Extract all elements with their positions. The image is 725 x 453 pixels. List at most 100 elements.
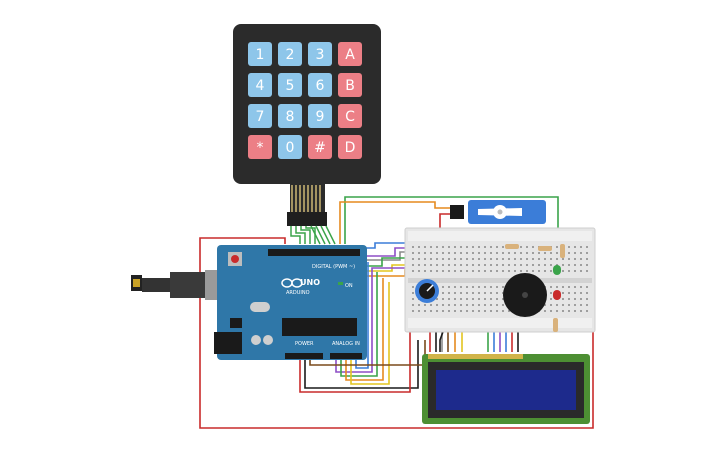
breadboard-center-channel (408, 278, 592, 283)
breadboard-hole (442, 270, 444, 272)
breadboard-hole (496, 270, 498, 272)
breadboard-hole (532, 264, 534, 266)
keypad-key-6[interactable] (308, 73, 332, 97)
breadboard-hole (526, 258, 528, 260)
breadboard-hole (412, 304, 414, 306)
digital-label: DIGITAL (PWM ~) (312, 264, 355, 270)
breadboard-hole (436, 264, 438, 266)
keypad-key-B[interactable] (338, 73, 362, 97)
breadboard-hole (532, 270, 534, 272)
keypad-key-A[interactable] (338, 42, 362, 66)
breadboard-hole (436, 270, 438, 272)
breadboard-hole (448, 298, 450, 300)
breadboard-hole (502, 304, 504, 306)
breadboard-hole (502, 258, 504, 260)
servo-connector (450, 205, 464, 219)
breadboard-hole (556, 286, 558, 288)
breadboard-hole (454, 258, 456, 260)
breadboard-hole (484, 252, 486, 254)
keypad-key-8[interactable] (278, 104, 302, 128)
breadboard-hole (538, 270, 540, 272)
breadboard-hole (478, 264, 480, 266)
breadboard-hole (484, 286, 486, 288)
wire-5v-red[interactable] (299, 330, 411, 393)
breadboard-hole (544, 252, 546, 254)
breadboard-hole (412, 298, 414, 300)
keypad-key-7[interactable] (248, 104, 272, 128)
breadboard-hole (580, 286, 582, 288)
breadboard-hole (412, 264, 414, 266)
keypad-key-#[interactable] (308, 135, 332, 159)
wire-brown[interactable] (309, 340, 426, 366)
breadboard-hole (472, 304, 474, 306)
keypad-key-1[interactable] (248, 42, 272, 66)
breadboard-hole (496, 310, 498, 312)
breadboard-hole (484, 264, 486, 266)
breadboard-hole (466, 264, 468, 266)
breadboard-hole (466, 304, 468, 306)
breadboard-hole (478, 270, 480, 272)
breadboard-hole (586, 270, 588, 272)
breadboard-hole (460, 304, 462, 306)
breadboard-hole (580, 264, 582, 266)
breadboard-hole (472, 270, 474, 272)
wire-analog-purple[interactable] (335, 267, 410, 373)
keypad-key-label: 4 (256, 78, 265, 94)
wire-analog-green[interactable] (340, 272, 378, 377)
breadboard-hole (418, 264, 420, 266)
breadboard-hole (586, 298, 588, 300)
breadboard-hole (502, 252, 504, 254)
breadboard-hole (562, 270, 564, 272)
lcd-screen (436, 370, 576, 410)
wire-gnd-black[interactable] (304, 340, 419, 389)
keypad-key-C[interactable] (338, 104, 362, 128)
servo-screw (497, 209, 503, 215)
breadboard-hole (568, 264, 570, 266)
keypad-ribbon-strands (291, 185, 321, 214)
breadboard-hole (442, 298, 444, 300)
breadboard-hole (454, 286, 456, 288)
keypad-key-9[interactable] (308, 104, 332, 128)
led-red (553, 290, 561, 300)
wire-analog-orange[interactable] (345, 278, 384, 381)
keypad-key-5[interactable] (278, 73, 302, 97)
breadboard-hole (526, 252, 528, 254)
breadboard-hole (454, 264, 456, 266)
wire-analog-yellow[interactable] (350, 282, 390, 385)
breadboard-hole (526, 264, 528, 266)
breadboard-hole (484, 246, 486, 248)
keypad-key-label: 7 (256, 109, 265, 125)
wire-servo-green[interactable] (344, 196, 559, 244)
keypad-key-D[interactable] (338, 135, 362, 159)
keypad-key-2[interactable] (278, 42, 302, 66)
lcd-pin-header (428, 354, 523, 359)
breadboard-hole (478, 246, 480, 248)
breadboard-hole (442, 264, 444, 266)
keypad-key-label: C (345, 109, 355, 125)
wire-analog-blue[interactable] (355, 262, 369, 369)
arduino-logo-icon (281, 278, 303, 288)
breadboard-hole (460, 264, 462, 266)
breadboard-hole (496, 286, 498, 288)
breadboard-hole (466, 286, 468, 288)
keypad-key-4[interactable] (248, 73, 272, 97)
keypad-key-0[interactable] (278, 135, 302, 159)
breadboard-hole (514, 270, 516, 272)
breadboard-hole (490, 292, 492, 294)
reset-button-cap[interactable] (231, 255, 239, 263)
breadboard-hole (568, 292, 570, 294)
potentiometer (415, 279, 439, 303)
breadboard-hole (580, 258, 582, 260)
keypad-key-*[interactable] (248, 135, 272, 159)
breadboard-hole (550, 258, 552, 260)
keypad-key-3[interactable] (308, 42, 332, 66)
breadboard-hole (550, 298, 552, 300)
breadboard-hole (454, 252, 456, 254)
breadboard-hole (520, 264, 522, 266)
wire-servo-orange[interactable] (339, 201, 450, 244)
breadboard-hole (448, 292, 450, 294)
breadboard-hole (424, 264, 426, 266)
breadboard-hole (418, 258, 420, 260)
keypad-key-label: D (345, 140, 356, 156)
breadboard-hole (580, 310, 582, 312)
